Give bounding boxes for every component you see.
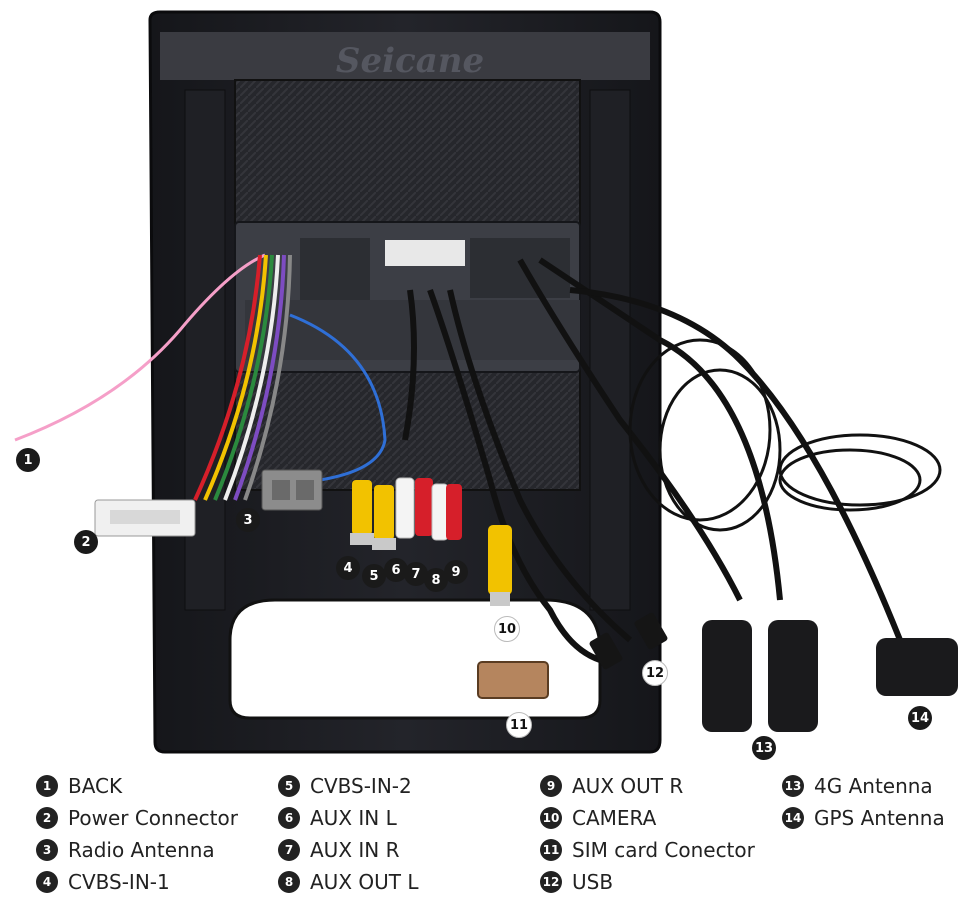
- 4g-antenna-left: [702, 620, 752, 732]
- callout-10: 10: [494, 616, 520, 642]
- power-harness: [193, 254, 292, 501]
- legend-label: AUX OUT R: [572, 774, 684, 798]
- legend-column-4: 13 4G Antenna 14 GPS Antenna: [782, 770, 945, 834]
- legend-number: 8: [278, 871, 300, 893]
- camera-rca: [488, 525, 512, 595]
- sim-card-connector: [477, 661, 549, 699]
- legend-label: USB: [572, 870, 614, 894]
- usb-plug-a: [589, 632, 623, 670]
- legend-number: 5: [278, 775, 300, 797]
- legend-column-2: 5 CVBS-IN-2 6 AUX IN L 7 AUX IN R 8 AUX OUT …: [278, 770, 418, 898]
- legend-number: 11: [540, 839, 562, 861]
- legend-label: AUX IN L: [310, 806, 397, 830]
- legend-number: 10: [540, 807, 562, 829]
- legend-item: 2 Power Connector: [36, 802, 238, 834]
- legend-number: 4: [36, 871, 58, 893]
- legend-number: 12: [540, 871, 562, 893]
- brand-watermark: Seicane: [336, 41, 484, 81]
- callout-1: 1: [16, 448, 40, 472]
- legend-item: 3 Radio Antenna: [36, 834, 238, 866]
- legend-number: 7: [278, 839, 300, 861]
- legend-item: 7 AUX IN R: [278, 834, 418, 866]
- callout-3: 3: [236, 508, 260, 532]
- pink-wire: [14, 253, 266, 442]
- legend-label: AUX IN R: [310, 838, 400, 862]
- rca-connectors: [350, 477, 462, 550]
- top-band: [160, 32, 650, 80]
- legend-number: 3: [36, 839, 58, 861]
- blue-wire: [289, 313, 387, 482]
- legend-number: 13: [782, 775, 804, 797]
- callout-2: 2: [74, 530, 98, 554]
- legend-number: 1: [36, 775, 58, 797]
- 4g-antenna-right: [768, 620, 818, 732]
- frame-opening: [228, 598, 602, 720]
- product-photo: Seicane: [14, 10, 958, 754]
- callout-11: 11: [506, 712, 532, 738]
- legend-item: 8 AUX OUT L: [278, 866, 418, 898]
- legend-label: 4G Antenna: [814, 774, 933, 798]
- legend-item: 6 AUX IN L: [278, 802, 418, 834]
- legend-label: CVBS-IN-1: [68, 870, 170, 894]
- usb-plug-b: [634, 612, 668, 650]
- legend-label: GPS Antenna: [814, 806, 945, 830]
- legend-item: 10 CAMERA: [540, 802, 755, 834]
- legend-item: 1 BACK: [36, 770, 238, 802]
- gps-antenna: [876, 638, 958, 696]
- legend-label: Radio Antenna: [68, 838, 215, 862]
- callout-5: 5: [362, 564, 386, 588]
- legend-number: 2: [36, 807, 58, 829]
- legend-label: CVBS-IN-2: [310, 774, 412, 798]
- callout-14: 14: [908, 706, 932, 730]
- legend-label: Power Connector: [68, 806, 238, 830]
- legend-number: 14: [782, 807, 804, 829]
- legend-label: AUX OUT L: [310, 870, 419, 894]
- legend-label: BACK: [68, 774, 123, 798]
- legend-item: 11 SIM card Conector: [540, 834, 755, 866]
- legend-item: 12 USB: [540, 866, 755, 898]
- callout-9: 9: [444, 560, 468, 584]
- legend-item: 5 CVBS-IN-2: [278, 770, 418, 802]
- legend-label: CAMERA: [572, 806, 657, 830]
- legend-number: 6: [278, 807, 300, 829]
- legend-number: 9: [540, 775, 562, 797]
- callout-13: 13: [752, 736, 776, 760]
- callout-4: 4: [336, 556, 360, 580]
- legend-item: 9 AUX OUT R: [540, 770, 755, 802]
- legend-label: SIM card Conector: [572, 838, 755, 862]
- legend-item: 14 GPS Antenna: [782, 802, 945, 834]
- callout-12: 12: [642, 660, 668, 686]
- legend-item: 4 CVBS-IN-1: [36, 866, 238, 898]
- legend-item: 13 4G Antenna: [782, 770, 945, 802]
